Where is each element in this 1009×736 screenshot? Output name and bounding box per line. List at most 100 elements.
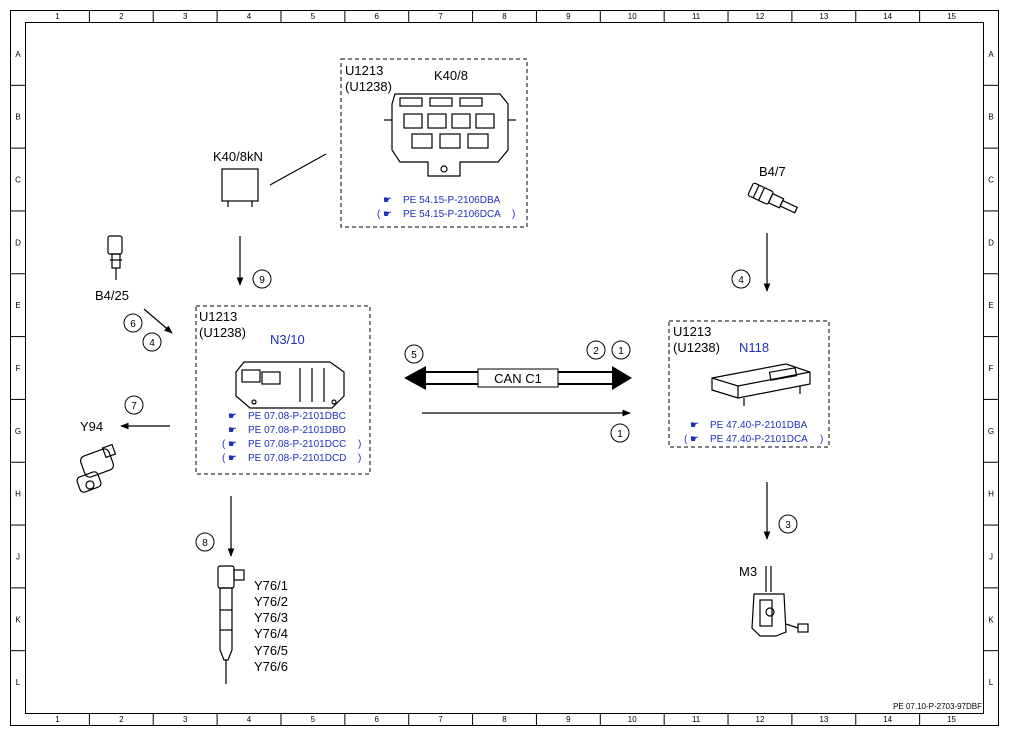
marker-4 (731, 269, 751, 289)
n118-box (668, 320, 830, 448)
grid-row-label: J (989, 552, 993, 561)
grid-row-label: B (15, 113, 20, 122)
grid-column-label: 11 (692, 715, 701, 724)
grid-column-label: 15 (947, 715, 956, 724)
marker-4-text: 4 (738, 275, 744, 286)
marker-1-text: 1 (618, 346, 624, 357)
grid-row-label: J (16, 552, 20, 561)
grid-column-label: 7 (438, 12, 443, 21)
hand-pointer-icon: ☛ (228, 425, 237, 436)
grid-labels: 1122334455667788991010111112121313141415… (15, 12, 994, 724)
grid-column-label: 3 (183, 12, 188, 21)
grid-column-label: 9 (566, 715, 571, 724)
can-c1-bus: CAN C1 (404, 366, 632, 390)
fuel-pump-icon (751, 566, 809, 637)
grid-column-label: 8 (502, 715, 507, 724)
b4-7-sensor-icon (747, 182, 799, 214)
marker-1 (610, 423, 630, 443)
grid-column-label: 5 (311, 12, 316, 21)
marker-8 (195, 532, 215, 552)
grid-row-label: L (16, 678, 21, 687)
grid-column-label: 1 (55, 12, 60, 21)
n3-10-code-2: (U1238) (199, 325, 246, 340)
ref-open: ( (222, 453, 226, 464)
hand-pointer-icon: ☛ (228, 411, 237, 422)
grid-row-label: E (988, 301, 993, 310)
grid-column-label: 6 (375, 715, 380, 724)
grid-column-label: 6 (375, 12, 380, 21)
ref-close: ) (358, 453, 361, 464)
marker-1 (611, 340, 631, 360)
grid-row-label: F (16, 364, 21, 373)
grid-column-label: 14 (883, 715, 892, 724)
grid-row-label: F (989, 364, 994, 373)
grid-column-label: 3 (183, 715, 188, 724)
marker-4-text: 4 (149, 338, 155, 349)
ref-link[interactable]: PE 54.15-P-2106DCA (403, 209, 501, 220)
can-c1-label: CAN C1 (494, 371, 542, 386)
marker-3 (778, 514, 798, 534)
y94-valve-icon (76, 443, 117, 493)
ref-link[interactable]: PE 07.08-P-2101DBD (248, 425, 346, 436)
grid-column-label: 11 (692, 12, 701, 21)
k40-8-box (340, 58, 528, 228)
grid-column-label: 8 (502, 12, 507, 21)
marker-2-text: 2 (593, 346, 599, 357)
injector-label: Y76/4 (254, 626, 288, 641)
grid-row-label: G (15, 427, 21, 436)
ref-link[interactable]: PE 54.15-P-2106DBA (403, 195, 501, 206)
injector-list: Y76/1 Y76/2 Y76/3 Y76/4 Y76/5 Y76/6 (254, 578, 288, 674)
n3-10-name: N3/10 (270, 332, 305, 347)
grid-column-label: 1 (55, 715, 60, 724)
grid-column-label: 2 (119, 715, 124, 724)
ref-link[interactable]: PE 07.08-P-2101DCC (248, 439, 346, 450)
grid-row-label: D (15, 238, 21, 247)
grid-row-label: C (988, 176, 994, 185)
outer-frame (10, 10, 999, 726)
b4-25-sensor-icon (107, 235, 123, 280)
relay-leader-line (269, 153, 327, 186)
ref-link[interactable]: PE 47.40-P-2101DCA (710, 434, 808, 445)
k40-8kn-label: K40/8kN (213, 149, 263, 164)
marker-9-text: 9 (259, 275, 265, 286)
grid-column-label: 12 (756, 715, 765, 724)
marker-7-text: 7 (131, 401, 137, 412)
grid-column-label: 4 (247, 715, 252, 724)
inner-frame (25, 22, 984, 714)
ref-link[interactable]: PE 47.40-P-2101DBA (710, 420, 808, 431)
grid-column-label: 2 (119, 12, 124, 21)
injector-label: Y76/5 (254, 643, 288, 658)
marker-2 (586, 340, 606, 360)
ref-close: ) (358, 439, 361, 450)
grid-column-label: 14 (883, 12, 892, 21)
hand-pointer-icon: ☛ (228, 453, 237, 464)
injector-label: Y76/3 (254, 610, 288, 625)
marker-8-text: 8 (202, 538, 208, 549)
diagram-code: PE 07.10-P-2703-97DBF (893, 702, 982, 711)
ref-open: ( (684, 434, 688, 445)
marker-9 (252, 269, 272, 289)
m3-label: M3 (739, 564, 757, 579)
grid-row-label: D (988, 238, 994, 247)
injector-label: Y76/6 (254, 659, 288, 674)
n118-refs: ☛ PE 47.40-P-2101DBA ( ☛ PE 47.40-P-2101… (684, 420, 823, 445)
ref-link[interactable]: PE 07.08-P-2101DBC (248, 411, 346, 422)
fuse-relay-module-icon (384, 93, 516, 177)
grid-row-label: B (988, 113, 993, 122)
k40-8-code-1: U1213 (345, 63, 383, 78)
n3-10-code-1: U1213 (199, 309, 237, 324)
grid-row-label: E (15, 301, 20, 310)
ref-close: ) (512, 209, 515, 220)
grid-column-label: 5 (311, 715, 316, 724)
marker-5 (404, 344, 424, 364)
grid-column-label: 12 (756, 12, 765, 21)
n3-10-box (195, 305, 371, 475)
grid-row-label: H (15, 490, 21, 499)
ref-link[interactable]: PE 07.08-P-2101DCD (248, 453, 346, 464)
grid-column-label: 15 (947, 12, 956, 21)
grid-ticks (10, 10, 999, 726)
ref-open: ( (377, 209, 381, 220)
grid-row-label: A (15, 50, 21, 59)
grid-column-label: 10 (628, 715, 637, 724)
